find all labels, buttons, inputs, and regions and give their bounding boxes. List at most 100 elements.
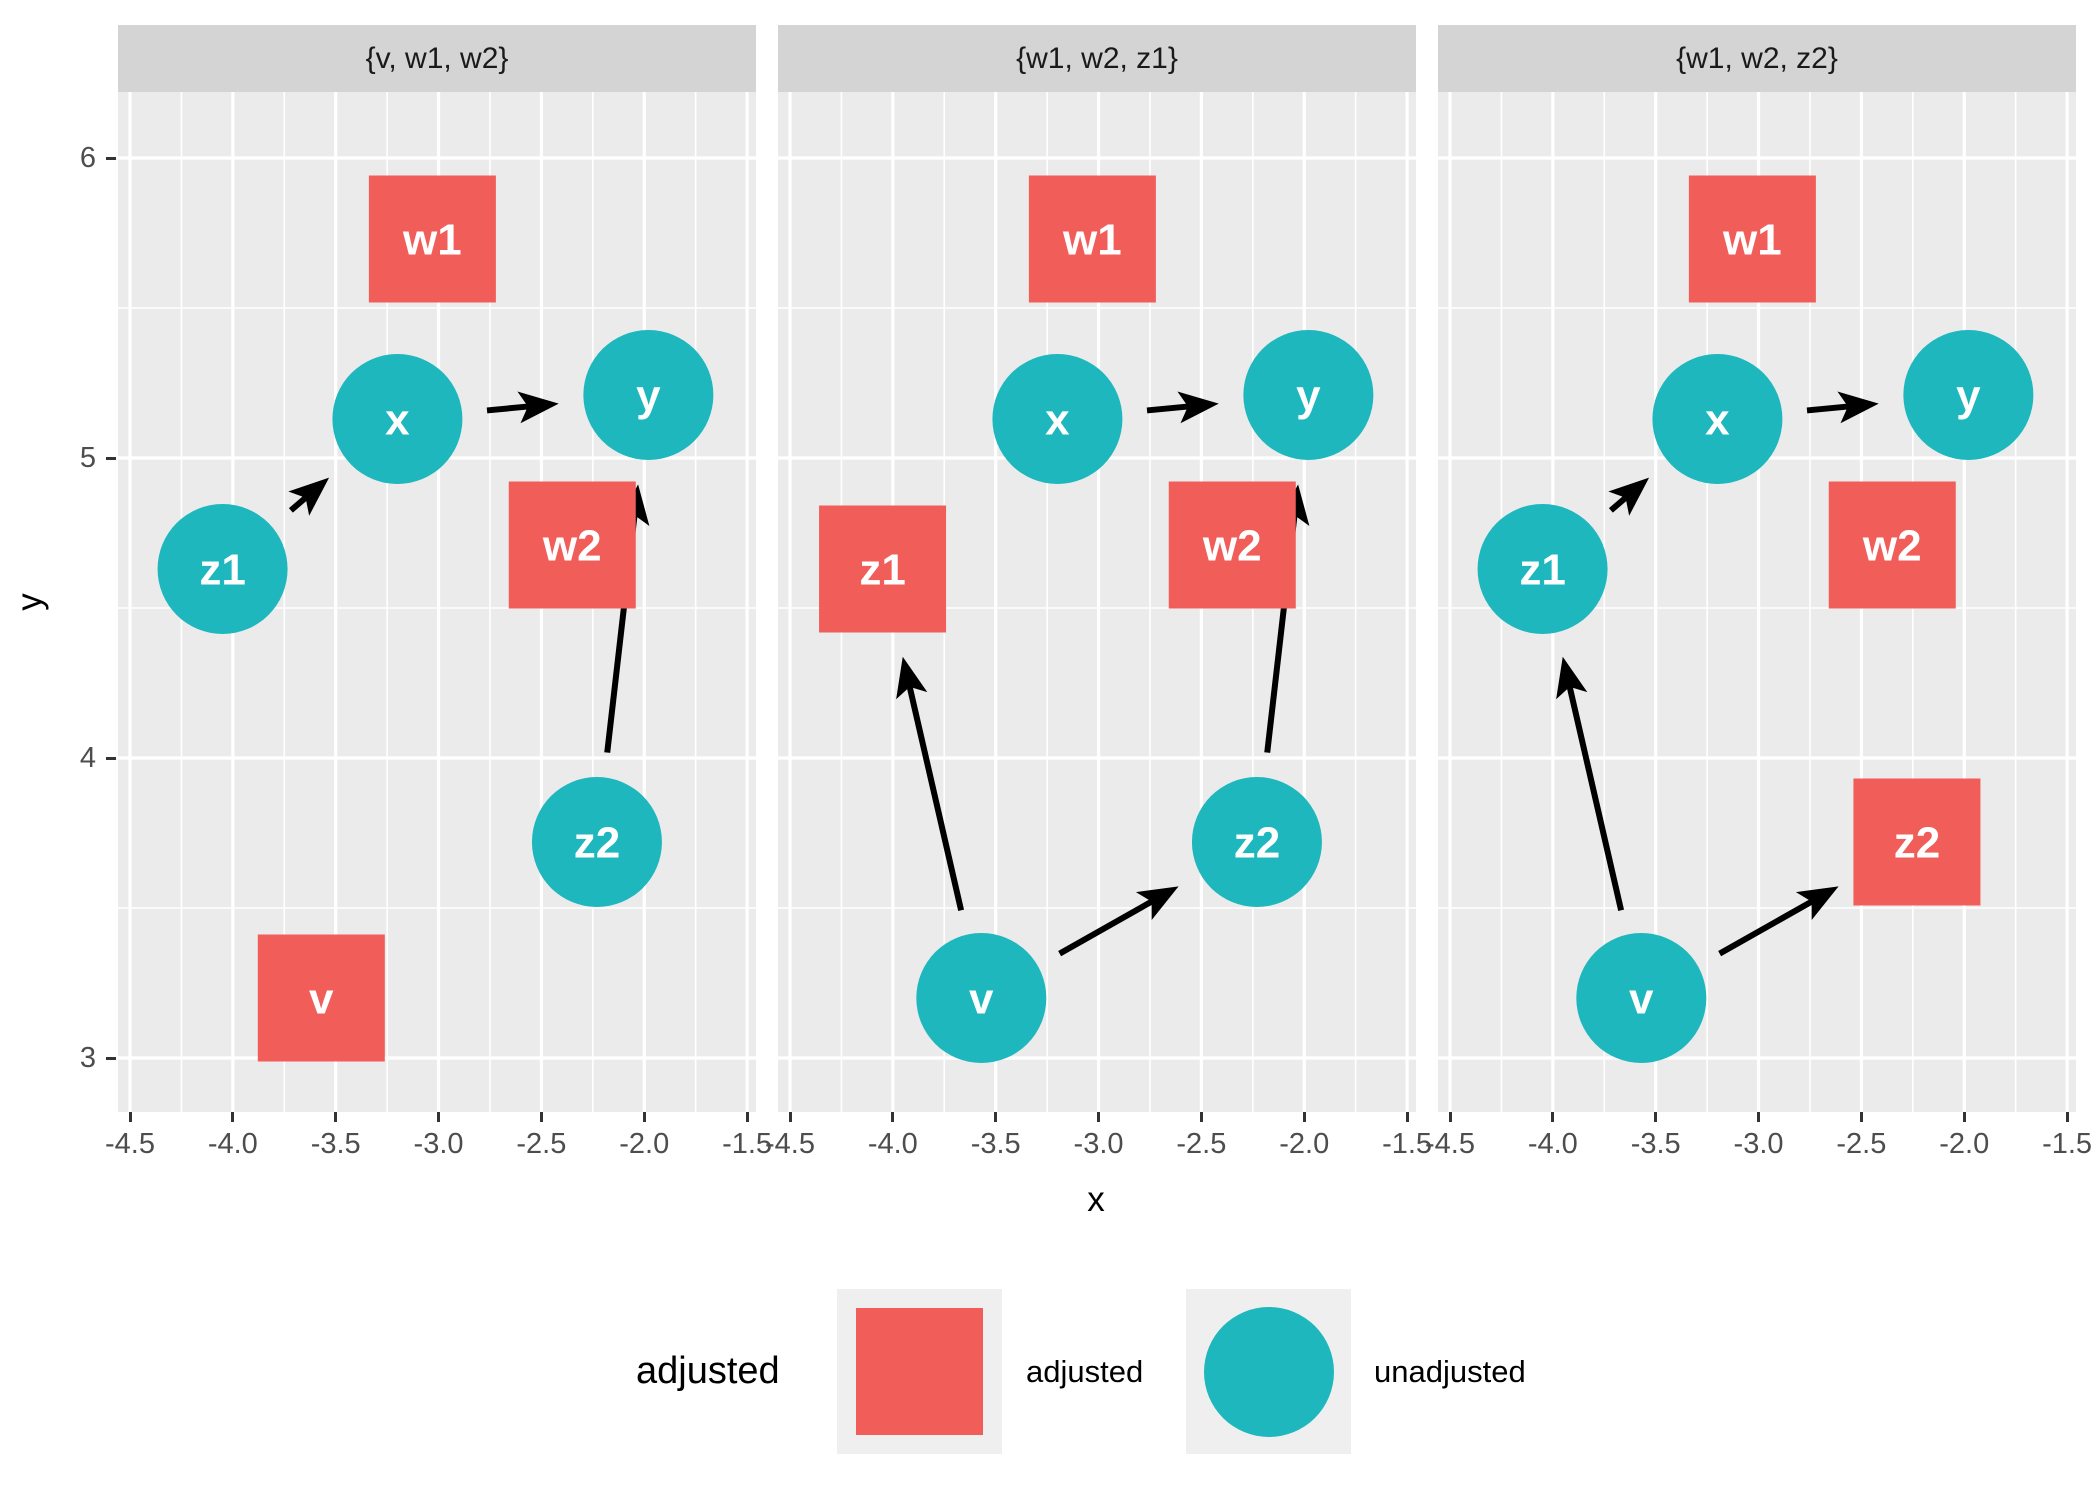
x-tick-label: -4.5 bbox=[1425, 1128, 1475, 1160]
edge-z1-x bbox=[288, 494, 309, 513]
arrowhead-v-z2 bbox=[1135, 886, 1179, 920]
x-tick-mark bbox=[1405, 1112, 1409, 1122]
facet-strip-2: {w1, w2, z1} bbox=[778, 25, 1416, 92]
x-tick-label: -1.5 bbox=[1382, 1128, 1433, 1160]
node-w1-label: w1 bbox=[1722, 215, 1782, 264]
x-tick-label: -3.5 bbox=[970, 1128, 1021, 1160]
x-tick-label: -2.0 bbox=[1939, 1128, 1990, 1160]
node-v-label: v bbox=[969, 974, 994, 1023]
facet-strip-label: {w1, w2, z1} bbox=[1016, 41, 1178, 75]
x-tick-label: -4.0 bbox=[1527, 1128, 1578, 1160]
x-tick-mark bbox=[1448, 1112, 1452, 1122]
facet-strip-1: {v, w1, w2} bbox=[118, 25, 756, 92]
y-tick-label: 5 bbox=[79, 442, 96, 474]
node-w2-label: w2 bbox=[1202, 521, 1262, 570]
x-tick-label: -3.0 bbox=[413, 1128, 464, 1160]
x-tick-label: -4.0 bbox=[207, 1128, 258, 1160]
x-tick-label: -3.5 bbox=[310, 1128, 361, 1160]
legend-title: adjusted bbox=[636, 1350, 780, 1392]
facet-panel-1: v w1 w2 x y z1 z2 bbox=[118, 92, 756, 1112]
node-z2-label: z2 bbox=[574, 818, 620, 867]
edge-z1-x bbox=[1608, 494, 1629, 513]
x-tick-label: -1.5 bbox=[2042, 1128, 2093, 1160]
x-tick-mark bbox=[1551, 1112, 1555, 1122]
node-x-label: x bbox=[385, 395, 410, 444]
node-w1-label: w1 bbox=[402, 215, 462, 264]
x-tick-mark bbox=[1302, 1112, 1306, 1122]
x-tick-label: -1.5 bbox=[722, 1128, 773, 1160]
facet-strip-label: {w1, w2, z2} bbox=[1676, 41, 1838, 75]
x-tick-mark bbox=[539, 1112, 543, 1122]
y-tick-mark bbox=[106, 456, 116, 460]
node-y-circle bbox=[583, 330, 714, 460]
node-y-label: y bbox=[1296, 371, 1321, 420]
x-tick-label: -2.0 bbox=[619, 1128, 670, 1160]
y-tick-mark bbox=[106, 1056, 116, 1060]
node-x-circle bbox=[1652, 354, 1783, 484]
x-tick-label: -4.0 bbox=[867, 1128, 918, 1160]
node-z2-label: z2 bbox=[1894, 818, 1940, 867]
edge-v-z2 bbox=[1718, 898, 1814, 957]
x-tick-mark bbox=[891, 1112, 895, 1122]
node-v-label: v bbox=[1629, 974, 1654, 1023]
arrowhead-x-y bbox=[517, 391, 559, 424]
node-w1-square bbox=[1028, 175, 1156, 303]
node-w1-square bbox=[368, 175, 496, 303]
x-tick-mark bbox=[334, 1112, 338, 1122]
x-tick-mark bbox=[994, 1112, 998, 1122]
arrowhead-x-y bbox=[1177, 391, 1219, 424]
y-tick-label: 4 bbox=[79, 742, 96, 774]
node-z1-label: z1 bbox=[859, 545, 905, 594]
x-tick-mark bbox=[788, 1112, 792, 1122]
node-z2-label: z2 bbox=[1234, 818, 1280, 867]
x-tick-label: -2.5 bbox=[1176, 1128, 1227, 1160]
legend-label-adjusted: adjusted bbox=[1026, 1354, 1144, 1389]
x-tick-label: -4.5 bbox=[765, 1128, 815, 1160]
node-x-circle bbox=[992, 354, 1123, 484]
legend-key-adjusted bbox=[837, 1289, 1002, 1454]
y-tick-label: 3 bbox=[79, 1042, 96, 1074]
edge-x-y bbox=[1146, 403, 1190, 414]
arrowhead-z1-x bbox=[288, 477, 330, 516]
x-tick-mark bbox=[1757, 1112, 1761, 1122]
node-z2-circle bbox=[1191, 777, 1322, 907]
node-v-label: v bbox=[309, 974, 334, 1023]
x-tick-mark bbox=[642, 1112, 646, 1122]
y-tick-label: 6 bbox=[79, 142, 96, 174]
x-tick-label: -2.5 bbox=[1836, 1128, 1887, 1160]
x-tick-mark bbox=[745, 1112, 749, 1122]
x-tick-label: -4.5 bbox=[105, 1128, 155, 1160]
x-tick-label: -3.0 bbox=[1073, 1128, 1124, 1160]
node-x-label: x bbox=[1045, 395, 1070, 444]
x-tick-label: -2.5 bbox=[516, 1128, 567, 1160]
x-tick-label: -3.5 bbox=[1630, 1128, 1681, 1160]
node-y-label: y bbox=[1956, 371, 1981, 420]
x-tick-label: -2.0 bbox=[1279, 1128, 1330, 1160]
node-y-label: y bbox=[636, 371, 661, 420]
facet-strip-label: {v, w1, w2} bbox=[365, 41, 509, 75]
x-tick-mark bbox=[1654, 1112, 1658, 1122]
x-tick-mark bbox=[2065, 1112, 2069, 1122]
node-w1-square bbox=[1688, 175, 1816, 303]
unadjusted-circle-icon bbox=[1203, 1306, 1334, 1437]
node-x-circle bbox=[332, 354, 463, 484]
arrowhead-x-y bbox=[1837, 391, 1879, 424]
node-x-label: x bbox=[1705, 395, 1730, 444]
node-z1-label: z1 bbox=[199, 545, 245, 594]
x-tick-mark bbox=[1859, 1112, 1863, 1122]
node-z1-circle bbox=[1477, 504, 1608, 634]
facet-strip-3: {w1, w2, z2} bbox=[1438, 25, 2076, 92]
y-tick-mark bbox=[106, 756, 116, 760]
legend-label-unadjusted: unadjusted bbox=[1374, 1354, 1526, 1389]
node-y-circle bbox=[1243, 330, 1374, 460]
node-v-square bbox=[257, 934, 385, 1062]
node-z1-circle bbox=[157, 504, 288, 634]
edge-v-z2 bbox=[1058, 898, 1154, 957]
edge-v-z1 bbox=[1566, 685, 1625, 911]
node-w2-square bbox=[1828, 481, 1956, 609]
legend-key-unadjusted bbox=[1186, 1289, 1351, 1454]
node-w2-label: w2 bbox=[542, 521, 602, 570]
node-w2-label: w2 bbox=[1862, 521, 1922, 570]
